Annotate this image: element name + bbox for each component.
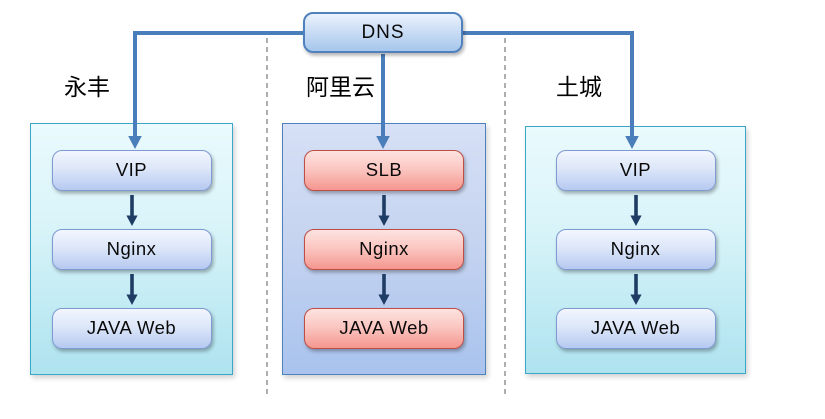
- node-vip: VIP: [555, 149, 716, 191]
- node-slb: SLB: [304, 149, 464, 191]
- down-arrow-icon: [378, 194, 390, 226]
- section-label-tucheng: 土城: [556, 75, 602, 100]
- down-arrow-icon: [125, 273, 138, 305]
- datacenter-container-tucheng: VIP Nginx JAVA Web: [525, 126, 746, 374]
- down-arrow-icon: [629, 194, 642, 226]
- node-nginx: Nginx: [51, 228, 212, 270]
- node-java-web: JAVA Web: [51, 307, 212, 349]
- node-java-web: JAVA Web: [304, 307, 464, 349]
- node-nginx: Nginx: [555, 228, 716, 270]
- datacenter-container-yongfeng: VIP Nginx JAVA Web: [30, 123, 233, 375]
- node-dns: DNS: [303, 12, 463, 53]
- section-label-aliyun: 阿里云: [306, 75, 375, 100]
- datacenter-container-aliyun: SLB Nginx JAVA Web: [282, 123, 486, 375]
- section-label-yongfeng: 永丰: [64, 75, 110, 100]
- down-arrow-icon: [378, 273, 390, 305]
- dns-to-tucheng-connector: [463, 31, 634, 137]
- down-arrow-icon: [629, 273, 642, 305]
- down-arrow-icon: [125, 194, 138, 226]
- node-java-web: JAVA Web: [555, 307, 716, 349]
- node-nginx: Nginx: [304, 228, 464, 270]
- node-vip: VIP: [51, 149, 212, 191]
- dns-to-yongfeng-connector: [133, 31, 303, 137]
